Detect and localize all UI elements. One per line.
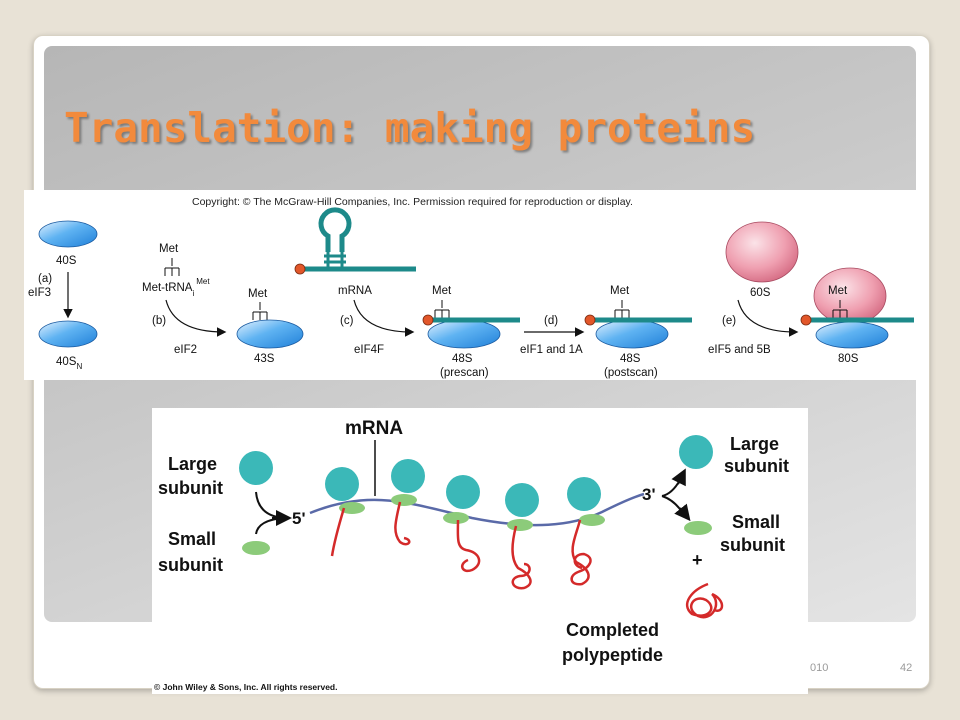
footer-date: 010 xyxy=(810,662,829,674)
label-e: (e) xyxy=(722,315,736,327)
release-arrow-up-head xyxy=(671,468,686,487)
met-label-5: Met xyxy=(828,285,848,297)
large-subunit-right-1: Large xyxy=(730,434,779,454)
subunit-40sn xyxy=(38,320,98,348)
trna-symbol-5 xyxy=(832,300,848,318)
label-40s: 40S xyxy=(56,255,77,267)
label-mrna-top: mRNA xyxy=(338,285,372,297)
slide-number: 42 xyxy=(900,662,913,674)
label-postscan: (postscan) xyxy=(604,367,658,379)
release-arrow-right xyxy=(661,479,683,513)
label-40sn: 40SN xyxy=(56,356,82,371)
complex-48s-postscan xyxy=(595,319,669,349)
arrow-c xyxy=(353,299,415,337)
ribosome-1 xyxy=(325,467,365,557)
bottom-copyright: © John Wiley & Sons, Inc. All rights res… xyxy=(154,682,337,692)
cap-dot-2 xyxy=(422,314,434,326)
five-prime: 5' xyxy=(292,509,306,528)
free-small-subunit-left xyxy=(242,541,270,555)
free-large-subunit-right xyxy=(679,435,713,469)
label-48s-postscan: 48S xyxy=(620,353,641,365)
polyribosome-figure: mRNA Large subunit Small subunit 5' 3' xyxy=(152,408,808,694)
label-mrna-bottom: mRNA xyxy=(345,418,403,439)
trna-symbol-1 xyxy=(164,258,180,276)
ribosome-2 xyxy=(391,459,425,546)
small-subunit-left-1: Small xyxy=(168,529,216,549)
label-a: (a) xyxy=(38,273,52,285)
complex-43s xyxy=(236,319,304,349)
join-arrow-left xyxy=(255,491,285,535)
trna-symbol-2 xyxy=(252,302,268,320)
met-trna-label: Met-tRNAiMet xyxy=(142,277,210,298)
small-subunit-right-1: Small xyxy=(732,512,780,532)
large-subunit-left-1: Large xyxy=(168,454,217,474)
small-subunit-80s xyxy=(815,321,889,349)
eukaryotic-initiation-figure: Copyright: © The McGraw-Hill Companies, … xyxy=(24,190,916,380)
completed-label-2: polypeptide xyxy=(562,645,663,665)
ribosome-5 xyxy=(567,477,605,586)
mrna-hairpin xyxy=(318,207,352,252)
complex-48s-prescan xyxy=(427,319,501,349)
label-80s: 80S xyxy=(838,353,859,365)
large-subunit-left-2: subunit xyxy=(158,478,223,498)
label-eif4f: eIF4F xyxy=(354,344,384,356)
label-60s: 60S xyxy=(750,287,771,299)
plus-sign: + xyxy=(692,550,703,570)
small-subunit-right-2: subunit xyxy=(720,535,785,555)
label-48s-prescan: 48S xyxy=(452,353,473,365)
label-c: (c) xyxy=(340,315,354,327)
completed-polypeptide-coil xyxy=(685,582,724,619)
small-subunit-left-2: subunit xyxy=(158,555,223,575)
ribosome-3 xyxy=(443,475,481,573)
arrow-e xyxy=(737,299,799,337)
large-subunit-right-2: subunit xyxy=(724,456,789,476)
label-b: (b) xyxy=(152,315,166,327)
trna-symbol-3 xyxy=(434,300,450,318)
three-prime: 3' xyxy=(642,485,656,504)
release-arrow-down-head xyxy=(674,503,691,522)
arrow-b xyxy=(165,299,227,337)
subunit-60s xyxy=(725,221,799,283)
completed-label-1: Completed xyxy=(566,620,659,640)
label-d: (d) xyxy=(544,315,558,327)
label-prescan: (prescan) xyxy=(440,367,489,379)
trna-symbol-4 xyxy=(614,300,630,318)
large-subunit-80s xyxy=(813,267,887,325)
free-large-subunit-left xyxy=(239,451,273,485)
label-eif3: eIF3 xyxy=(28,287,51,299)
met-label-1: Met xyxy=(159,243,179,255)
met-label-3: Met xyxy=(432,285,452,297)
free-small-subunit-right xyxy=(684,521,712,535)
met-label-2: Met xyxy=(248,288,268,300)
label-43s: 43S xyxy=(254,353,275,365)
mrna-stem xyxy=(324,252,346,269)
cap-dot-3 xyxy=(584,314,596,326)
cap-dot-1 xyxy=(294,263,306,275)
label-eif5: eIF5 and 5B xyxy=(708,344,771,356)
top-copyright: Copyright: © The McGraw-Hill Companies, … xyxy=(192,196,633,208)
label-eif2: eIF2 xyxy=(174,344,197,356)
ribosome-4 xyxy=(505,483,539,590)
met-label-4: Met xyxy=(610,285,630,297)
label-eif1: eIF1 and 1A xyxy=(520,344,583,356)
subunit-40s xyxy=(38,220,98,248)
slide-title: Translation: making proteins xyxy=(64,104,756,152)
cap-dot-4 xyxy=(800,314,812,326)
